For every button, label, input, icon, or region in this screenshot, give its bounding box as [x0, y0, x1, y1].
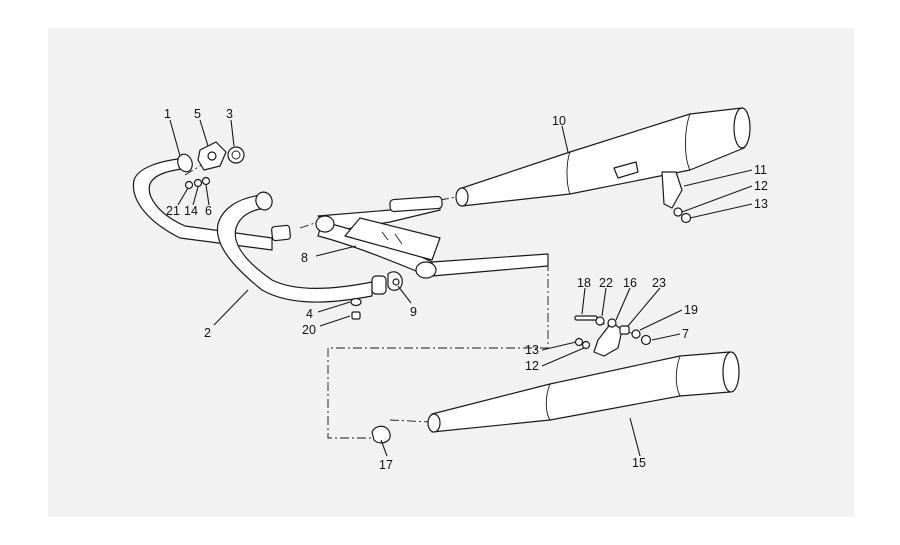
- callout-9: 9: [410, 305, 417, 319]
- callout-22: 22: [599, 276, 613, 290]
- right-header-pipe: [216, 191, 387, 303]
- callout-2: 2: [204, 326, 211, 340]
- callout-5: 5: [194, 107, 201, 121]
- callout-8: 8: [301, 251, 308, 265]
- callout-12-lower: 12: [525, 359, 539, 373]
- callout-21: 21: [166, 204, 180, 218]
- callout-3: 3: [226, 107, 233, 121]
- callout-23: 23: [652, 276, 666, 290]
- callout-15: 15: [632, 456, 646, 470]
- leader-lines: [169, 119, 753, 457]
- callout-13-upper: 13: [754, 197, 768, 211]
- hardware: [184, 141, 692, 444]
- callout-6: 6: [205, 204, 212, 218]
- upper-silencer: [455, 107, 751, 209]
- callout-19: 19: [684, 303, 698, 317]
- callout-labels: 1 5 3 21 14 6 2 4 20 8 9 10 11 12 13 18 …: [164, 107, 768, 472]
- lower-bracket: [593, 321, 623, 357]
- callout-17: 17: [379, 458, 393, 472]
- lower-silencer: [427, 351, 740, 433]
- callout-13-lower: 13: [525, 343, 539, 357]
- callout-1: 1: [164, 107, 171, 121]
- callout-20: 20: [302, 323, 316, 337]
- callout-14: 14: [184, 204, 198, 218]
- callout-12-upper: 12: [754, 179, 768, 193]
- crossover-pipe: [315, 195, 549, 279]
- callout-18: 18: [577, 276, 591, 290]
- callout-4: 4: [306, 307, 313, 321]
- callout-11: 11: [754, 163, 767, 177]
- left-header-pipe: [132, 153, 291, 251]
- callout-16: 16: [623, 276, 637, 290]
- callout-10: 10: [552, 114, 566, 128]
- callout-7: 7: [682, 327, 689, 341]
